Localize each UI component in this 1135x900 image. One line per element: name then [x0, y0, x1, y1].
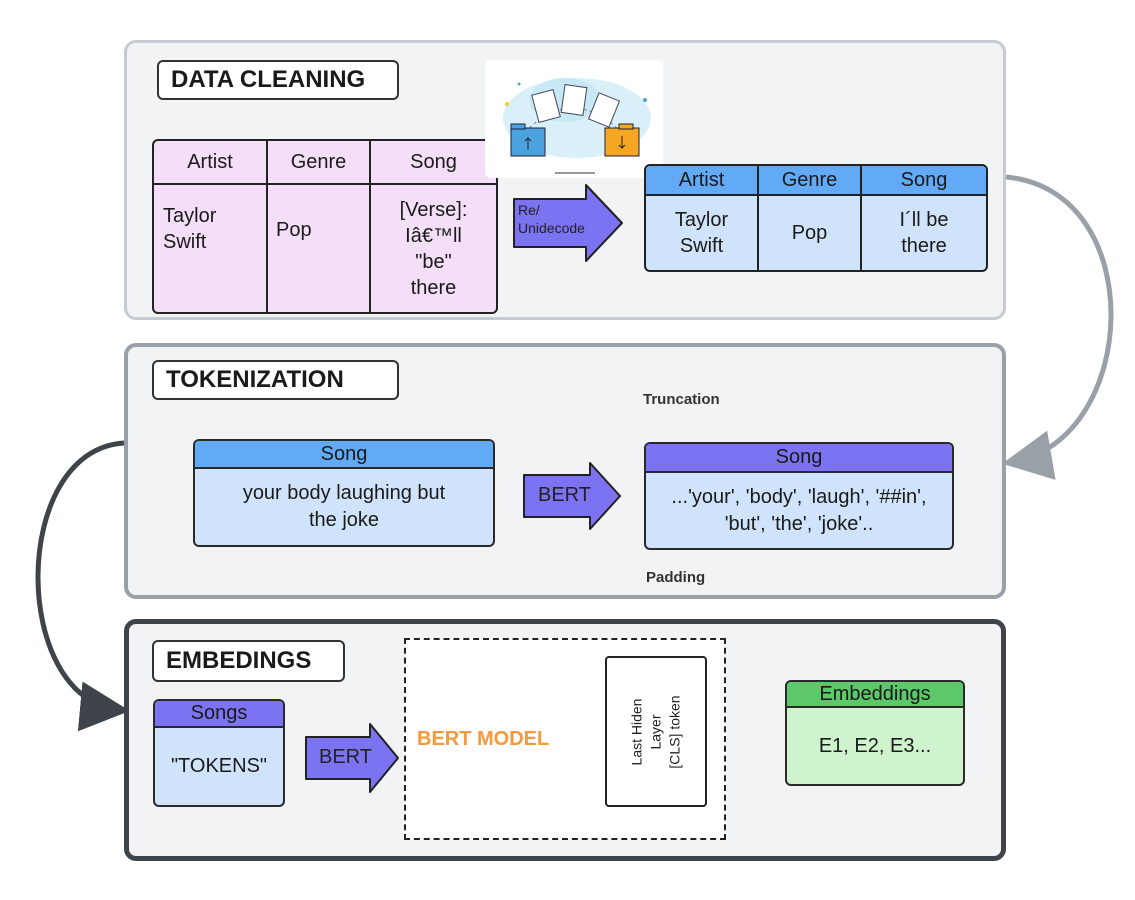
last-hidden-layer-box: Last Hiden Layer [CLS] token [605, 656, 707, 807]
tokenization-output-card: Song ...'your', 'body', 'laugh', '##in',… [644, 442, 954, 550]
raw-song-column: Song [Verse]: Iâ€™ll "be" there [371, 141, 496, 312]
clean-artist-cell: Taylor Swift [674, 209, 729, 257]
embeddings-bert-label: BERT [319, 746, 372, 768]
tokenization-bert-label: BERT [538, 484, 591, 506]
truncation-label: Truncation [641, 391, 722, 408]
tokenization-title: TOKENIZATION [152, 360, 399, 400]
tokenization-bert-arrow: BERT [522, 461, 622, 531]
clean-artist-column: Artist Taylor Swift [646, 166, 759, 270]
unidecode-arrow-shape [513, 184, 623, 262]
tokenization-output-body: ...'your', 'body', 'laugh', '##in', 'but… [671, 485, 927, 535]
padding-label: Padding [644, 569, 708, 586]
embeddings-output-card: Embeddings E1, E2, E3... [785, 680, 965, 786]
embeddings-bert-arrow: BERT [304, 722, 400, 794]
embeddings-input-body: "TOKENS" [170, 755, 268, 777]
raw-artist-column: Artist Taylor Swift [154, 141, 268, 312]
embeddings-title: EMBEDINGS [152, 640, 345, 682]
tokenization-input-header: Song [195, 441, 493, 469]
raw-artist-cell: Taylor Swift [163, 205, 217, 253]
raw-genre-cell: Pop [276, 219, 312, 241]
raw-genre-header: Genre [268, 141, 369, 185]
folder-transfer-icon [503, 78, 651, 174]
tokenization-input-card: Song your body laughing but the joke [193, 439, 495, 547]
clean-genre-column: Genre Pop [759, 166, 862, 270]
clean-artist-header: Artist [646, 166, 757, 196]
embeddings-output-header: Embeddings [787, 682, 963, 708]
file-transfer-illustration [485, 60, 663, 178]
tokenization-bert-arrow-shape [523, 462, 621, 530]
connector-cleaning-to-tokenization [1002, 174, 1114, 480]
tokenization-output-header: Song [646, 444, 952, 473]
clean-song-column: Song I´ll be there [862, 166, 986, 270]
unidecode-arrow-label: Re/ Unidecode [518, 202, 585, 236]
clean-song-cell: I´ll be there [899, 209, 949, 257]
embeddings-input-header: Songs [155, 701, 283, 728]
last-hidden-layer-label: Last Hiden Layer [CLS] token [628, 694, 683, 769]
embeddings-bert-arrow-shape [305, 723, 399, 793]
raw-song-header: Song [371, 141, 496, 185]
unidecode-arrow: Re/ Unidecode [512, 183, 624, 263]
raw-data-table: Artist Taylor Swift Genre Pop Song [Vers… [152, 139, 498, 314]
raw-genre-column: Genre Pop [268, 141, 371, 312]
raw-song-cell: [Verse]: Iâ€™ll "be" there [399, 198, 468, 299]
bert-model-label: BERT MODEL [417, 728, 550, 750]
embeddings-output-body: E1, E2, E3... [818, 734, 932, 757]
clean-data-table: Artist Taylor Swift Genre Pop Song I´ll … [644, 164, 988, 272]
raw-artist-header: Artist [154, 141, 266, 185]
clean-song-header: Song [862, 166, 986, 196]
connector-tokenization-to-embeddings [35, 440, 130, 732]
tokenization-input-body: your body laughing but the joke [242, 482, 446, 531]
clean-genre-header: Genre [759, 166, 860, 196]
embeddings-input-card: Songs "TOKENS" [153, 699, 285, 807]
clean-genre-cell: Pop [791, 222, 828, 244]
data-cleaning-title: DATA CLEANING [157, 60, 399, 100]
